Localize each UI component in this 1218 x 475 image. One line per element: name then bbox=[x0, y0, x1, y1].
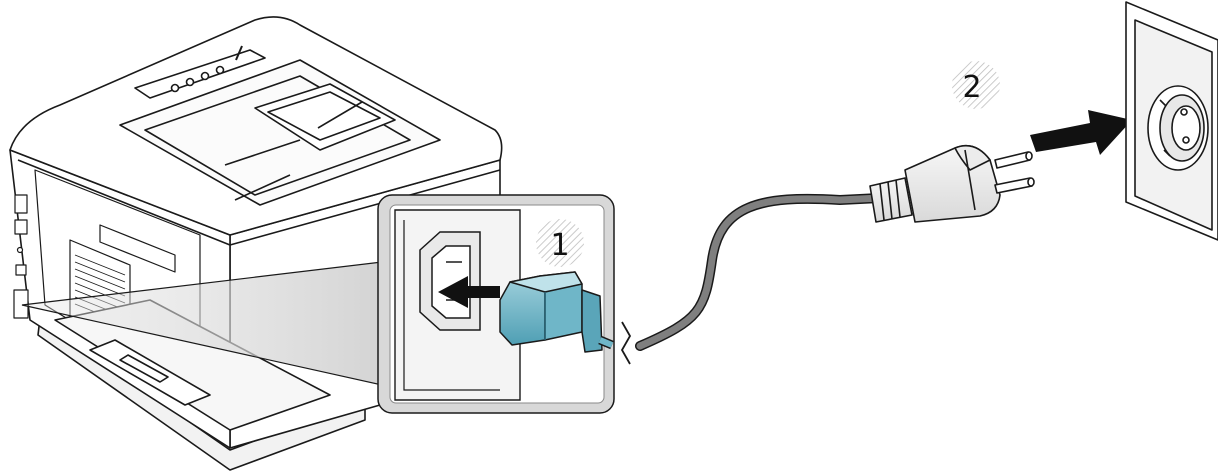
step-2-badge: 2 bbox=[952, 61, 1000, 109]
socket-hole-top bbox=[1180, 108, 1188, 116]
control-panel bbox=[134, 49, 266, 99]
iec-power-connector-icon bbox=[499, 271, 603, 353]
power-inlet-socket bbox=[419, 231, 481, 331]
callout-detail-frame: 1 bbox=[377, 194, 615, 414]
step-1-badge: 1 bbox=[536, 219, 584, 267]
step-1-number: 1 bbox=[550, 228, 569, 263]
cord-break-mark bbox=[620, 321, 632, 365]
schuko-plug-icon bbox=[869, 144, 1035, 223]
tray-extension bbox=[254, 83, 396, 151]
step-2-number: 2 bbox=[962, 70, 981, 105]
plug-pin-bottom bbox=[994, 177, 1033, 194]
output-tray bbox=[119, 59, 441, 206]
insert-arrow-1 bbox=[438, 276, 500, 308]
insert-arrow-2 bbox=[1030, 110, 1132, 155]
wall-socket-icon bbox=[1125, 1, 1218, 241]
socket-hole-bottom bbox=[1182, 136, 1190, 144]
control-panel-buttons bbox=[170, 45, 243, 93]
plug-pin-top bbox=[994, 151, 1031, 169]
power-cord bbox=[635, 193, 885, 351]
